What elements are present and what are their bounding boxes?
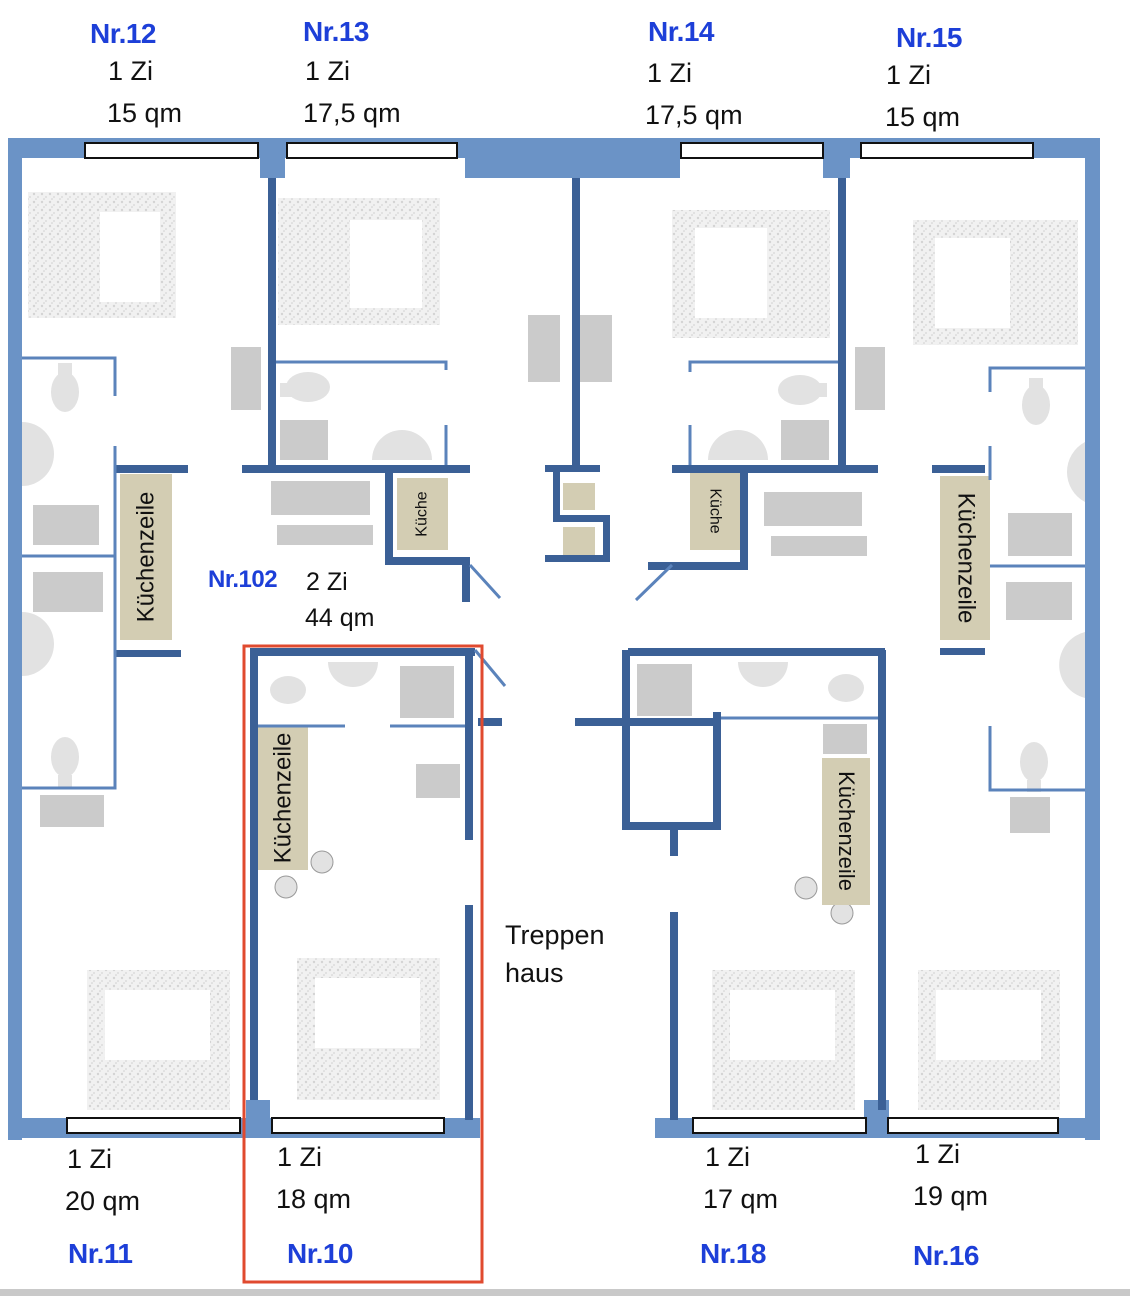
highlighted-unit-frame [242, 644, 484, 1284]
unit-number: Nr.11 [68, 1238, 133, 1269]
kitchenette-label: Küchenzeile [834, 771, 859, 891]
unit-rooms: 1 Zi [886, 60, 932, 90]
kitchen-label: Küche [707, 488, 724, 534]
kitchenette-label: Küchenzeile [952, 492, 980, 624]
unit-area: 17,5 qm [645, 100, 743, 130]
unit-area: 17,5 qm [303, 98, 401, 128]
bottom-divider [0, 1289, 1130, 1296]
unit-number: Nr.16 [913, 1240, 980, 1271]
unit-rooms: 1 Zi [67, 1144, 113, 1174]
unit-number: Nr.12 [90, 18, 157, 49]
unit-number: Nr.13 [303, 16, 370, 47]
unit-number: Nr.18 [700, 1238, 767, 1269]
unit-rooms: 1 Zi [305, 56, 351, 86]
beds [28, 192, 1078, 1110]
unit-rooms: 2 Zi [306, 568, 348, 596]
kitchen-counters [120, 472, 990, 905]
unit-area: 44 qm [305, 604, 375, 632]
kitchen-label: Küche [413, 491, 431, 537]
unit-number: Nr.10 [287, 1238, 354, 1269]
kitchenette-label: Küchenzeile [269, 732, 297, 863]
unit-number: Nr.102 [208, 566, 278, 593]
windows [66, 142, 1059, 1134]
unit-area: 15 qm [885, 102, 961, 132]
unit-number: Nr.14 [648, 16, 715, 47]
unit-rooms: 1 Zi [277, 1142, 323, 1172]
unit-area: 15 qm [107, 98, 183, 128]
unit-number: Nr.15 [896, 22, 963, 53]
kitchenette-label: Küchenzeile [132, 491, 160, 623]
inner-walls [115, 178, 985, 1120]
unit-area: 17 qm [703, 1184, 779, 1214]
sanitary-fixtures [22, 363, 1085, 925]
unit-area: 20 qm [65, 1186, 141, 1216]
furniture [33, 315, 1072, 833]
unit-area: 19 qm [913, 1181, 989, 1211]
unit-area: 18 qm [276, 1184, 352, 1214]
unit-rooms: 1 Zi [915, 1139, 961, 1169]
unit-rooms: 1 Zi [705, 1142, 751, 1172]
partitions [22, 356, 1085, 792]
unit-rooms: 1 Zi [647, 58, 693, 88]
unit-rooms: 1 Zi [108, 56, 154, 86]
stairwell-label: haus [505, 958, 564, 988]
stairwell-label: Treppen [505, 920, 605, 950]
